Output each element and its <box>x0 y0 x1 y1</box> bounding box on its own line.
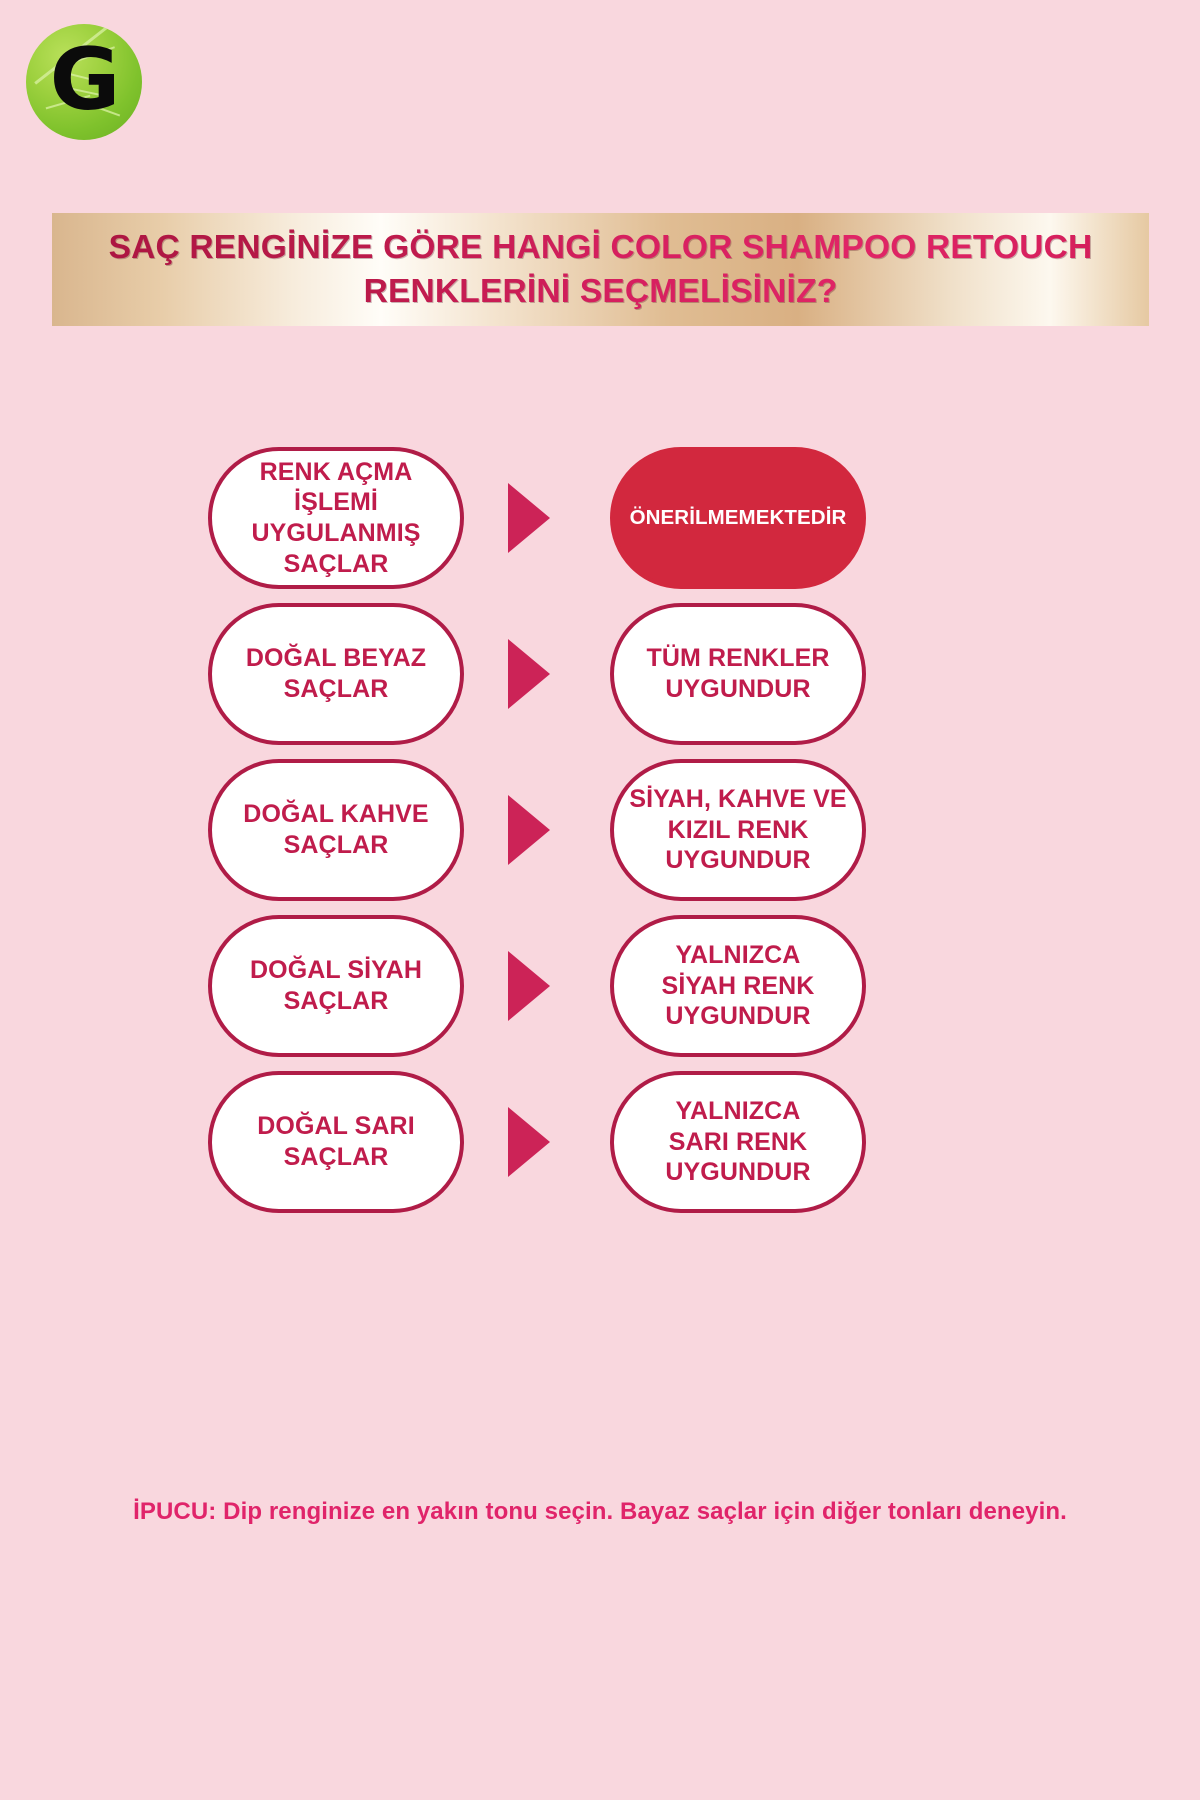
recommendation-box: SİYAH, KAHVE VE KIZIL RENK UYGUNDUR <box>610 759 866 901</box>
arrow-right-icon <box>508 639 550 709</box>
arrow-right-icon <box>508 1107 550 1177</box>
footer-tip: İPUCU: Dip renginize en yakın tonu seçin… <box>133 1498 1067 1525</box>
flow-row: DOĞAL KAHVE SAÇLAR SİYAH, KAHVE VE KIZIL… <box>0 752 1200 908</box>
recommendation-box: ÖNERİLMEMEKTEDİR <box>610 447 866 589</box>
title-banner: SAÇ RENGİNİZE GÖRE HANGİ COLOR SHAMPOO R… <box>52 213 1149 326</box>
hair-type-box: DOĞAL SİYAH SAÇLAR <box>208 915 464 1057</box>
brand-logo: G <box>26 24 142 140</box>
hair-type-box: RENK AÇMA İŞLEMİ UYGULANMIŞ SAÇLAR <box>208 447 464 589</box>
hair-type-box: DOĞAL SARI SAÇLAR <box>208 1071 464 1213</box>
flow-row: DOĞAL BEYAZ SAÇLAR TÜM RENKLER UYGUNDUR <box>0 596 1200 752</box>
flow-row: DOĞAL SARI SAÇLAR YALNIZCA SARI RENK UYG… <box>0 1064 1200 1220</box>
hair-type-box: DOĞAL BEYAZ SAÇLAR <box>208 603 464 745</box>
logo-letter: G <box>49 30 121 130</box>
flow-diagram: RENK AÇMA İŞLEMİ UYGULANMIŞ SAÇLAR ÖNERİ… <box>0 440 1200 1220</box>
recommendation-box: TÜM RENKLER UYGUNDUR <box>610 603 866 745</box>
arrow-right-icon <box>508 483 550 553</box>
page-title: SAÇ RENGİNİZE GÖRE HANGİ COLOR SHAMPOO R… <box>109 226 1093 312</box>
arrow-right-icon <box>508 795 550 865</box>
flow-row: DOĞAL SİYAH SAÇLAR YALNIZCA SİYAH RENK U… <box>0 908 1200 1064</box>
recommendation-box: YALNIZCA SARI RENK UYGUNDUR <box>610 1071 866 1213</box>
arrow-right-icon <box>508 951 550 1021</box>
flow-row: RENK AÇMA İŞLEMİ UYGULANMIŞ SAÇLAR ÖNERİ… <box>0 440 1200 596</box>
hair-type-box: DOĞAL KAHVE SAÇLAR <box>208 759 464 901</box>
leaf-circle-icon <box>26 24 142 140</box>
recommendation-box: YALNIZCA SİYAH RENK UYGUNDUR <box>610 915 866 1057</box>
